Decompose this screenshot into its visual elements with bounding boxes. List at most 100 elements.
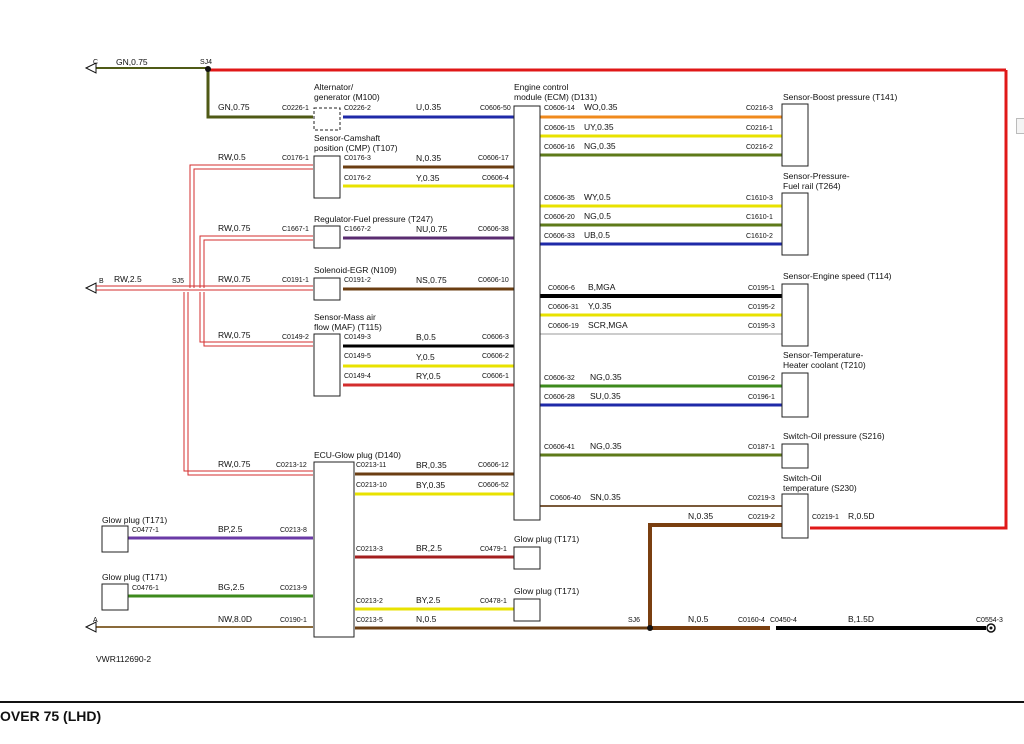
label-gp4: Glow plug (T171) [514,586,579,596]
wl-24: WO,0.35 [584,102,618,112]
oil-temp-switch-box [781,493,809,539]
label-fuelrail: Sensor-Pressure-Fuel rail (T264) [783,171,850,191]
cn-4: C0176-3 [344,155,371,162]
wl-20: BR,2.5 [416,543,442,553]
cn-64: C0160-4 [738,617,765,624]
cn-30: C0476-1 [132,585,159,592]
cn-38: C0606-15 [544,125,575,132]
cn-41: C0216-2 [746,144,773,151]
cn-15: C0149-3 [344,334,371,341]
wl-12: B,0.5 [416,332,436,342]
label-oilp: Switch-Oil pressure (S216) [783,431,885,441]
cn-59: C0187-1 [748,444,775,451]
cn-47: C1610-2 [746,233,773,240]
wl-21: BY,2.5 [416,595,441,605]
wl-0: GN,0.75 [116,57,148,67]
footer-title: OVER 75 (LHD) [0,708,102,724]
scroll-tab[interactable] [1016,118,1024,134]
cn-6: C0176-2 [344,175,371,182]
wl-37: N,0.35 [688,511,713,521]
cn-61: C0219-3 [748,495,775,502]
wl-35: NG,0.35 [590,441,622,451]
wl-5: Y,0.35 [416,173,440,183]
wl-19: BG,2.5 [218,582,245,592]
wire-n035-oilt [648,523,782,628]
wl-10: NS,0.75 [416,275,447,285]
wl-33: NG,0.35 [590,372,622,382]
cn-33: C0478-1 [480,598,507,605]
wl-28: NG,0.5 [584,211,611,221]
wl-27: WY,0.5 [584,192,611,202]
camshaft-sensor-box [313,155,341,199]
cn-1: C0226-2 [344,105,371,112]
label-gp1: Glow plug (T171) [102,515,167,525]
node-labels: SJ4 SJ5 SJ6 C B A [93,59,640,624]
wire-red-bus-drop [810,70,1008,530]
wl-29: UB,0.5 [584,230,610,240]
wl-4: N,0.35 [416,153,441,163]
wl-40: B,1.5D [848,614,874,624]
label-alt: Alternator/generator (M100) [314,82,380,102]
cn-31: C0213-9 [280,585,307,592]
offpage-c-arrow [84,62,97,74]
wl-1: GN,0.75 [218,102,250,112]
cn-34: C0190-1 [280,617,307,624]
cn-10: C0606-38 [478,226,509,233]
wl-22: NW,8.0D [218,614,252,624]
wl-3: RW,0.5 [218,152,246,162]
wl-32: SCR,MGA [588,320,628,330]
wl-8: RW,2.5 [114,274,142,284]
offpage-b-arrow [84,282,97,294]
cn-0: C0226-1 [282,105,309,112]
wl-36: SN,0.35 [590,492,621,502]
cn-45: C1610-1 [746,214,773,221]
label-gp3: Glow plug (T171) [514,534,579,544]
cn-28: C0213-3 [356,546,383,553]
splice-sj4 [205,66,211,72]
label-reg: Regulator-Fuel pressure (T247) [314,214,433,224]
cn-57: C0196-1 [748,394,775,401]
cn-13: C0606-10 [478,277,509,284]
wl-34: SU,0.35 [590,391,621,401]
wire-gn075-alt [206,70,313,119]
cn-12: C0191-2 [344,277,371,284]
engine-speed-sensor-box [781,283,809,347]
cn-66: C0554-3 [976,617,1003,624]
sj5-label: SJ5 [172,278,184,285]
cn-56: C0606-28 [544,394,575,401]
footer-divider [0,701,1024,703]
wl-9: RW,0.75 [218,274,251,284]
cn-32: C0213-2 [356,598,383,605]
glow-plug-2-box [101,583,129,611]
cn-25: C0606-52 [478,482,509,489]
label-egr: Solenoid-EGR (N109) [314,265,397,275]
wl-38: R,0.5D [848,511,874,521]
cn-7: C0606-4 [482,175,509,182]
cn-9: C1667-2 [344,226,371,233]
cn-8: C1667-1 [282,226,309,233]
cn-36: C0606-14 [544,105,575,112]
cn-48: C0606-6 [548,285,575,292]
cn-5: C0606-17 [478,155,509,162]
offpage-a-label: A [93,617,98,624]
cn-49: C0195-1 [748,285,775,292]
fuel-regulator-box [313,225,341,249]
cn-16: C0606-3 [482,334,509,341]
cn-21: C0213-12 [276,462,307,469]
cn-29: C0479-1 [480,546,507,553]
cn-14: C0149-2 [282,334,309,341]
glow-ecu-box [313,461,355,638]
cn-42: C0606-35 [544,195,575,202]
cn-20: C0606-1 [482,373,509,380]
offpage-b-label: B [99,278,104,285]
wl-17: BY,0.35 [416,480,445,490]
wl-30: B,MGA [588,282,616,292]
cn-11: C0191-1 [282,277,309,284]
label-gp2: Glow plug (T171) [102,572,167,582]
cn-53: C0195-3 [748,323,775,330]
glow-plug-1-box [101,525,129,553]
